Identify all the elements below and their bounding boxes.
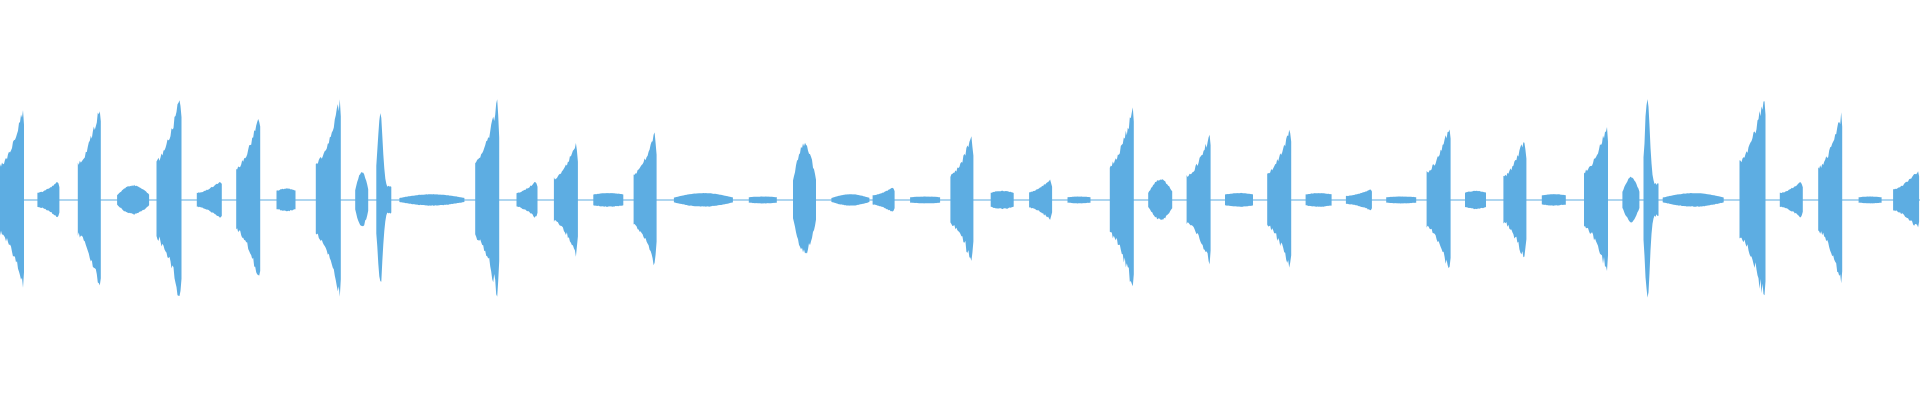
waveform-segment-22 xyxy=(872,187,895,212)
waveform-segment-11 xyxy=(376,113,392,282)
waveform-segments xyxy=(0,99,1920,298)
waveform-segment-41 xyxy=(1622,176,1640,223)
waveform-segment-31 xyxy=(1225,192,1253,207)
waveform-segment-28 xyxy=(1109,107,1134,287)
waveform-segment-6 xyxy=(196,182,222,218)
waveform-segment-33 xyxy=(1305,193,1332,207)
waveform-segment-30 xyxy=(1186,134,1211,265)
waveform-segment-39 xyxy=(1541,194,1566,206)
waveform-segment-26 xyxy=(1029,179,1053,220)
waveform-segment-9 xyxy=(315,99,341,297)
waveform-segment-23 xyxy=(910,196,941,204)
waveform-segment-17 xyxy=(633,132,657,266)
waveform-segment-10 xyxy=(355,172,369,227)
waveform-segment-27 xyxy=(1067,196,1091,204)
waveform-segment-13 xyxy=(475,99,500,297)
waveform-segment-2 xyxy=(37,182,60,218)
waveform-segment-25 xyxy=(990,190,1014,210)
waveform-segment-1 xyxy=(0,110,24,288)
waveform-segment-48 xyxy=(1893,171,1920,228)
waveform-segment-42 xyxy=(1643,99,1659,298)
waveform-segment-3 xyxy=(77,111,101,286)
waveform-segment-16 xyxy=(593,193,624,207)
waveform-segment-43 xyxy=(1662,193,1724,207)
waveform-segment-14 xyxy=(516,182,538,218)
waveform-segment-34 xyxy=(1345,189,1372,211)
waveform-segment-18 xyxy=(673,193,733,207)
waveform-segment-19 xyxy=(748,196,777,204)
waveform-segment-7 xyxy=(236,119,261,276)
waveform-segment-5 xyxy=(156,100,182,296)
waveform-segment-4 xyxy=(117,184,150,215)
waveform-segment-40 xyxy=(1584,127,1608,271)
waveform-segment-8 xyxy=(276,188,296,212)
waveform-segment-32 xyxy=(1267,129,1292,268)
waveform-segment-37 xyxy=(1465,190,1486,210)
waveform-segment-12 xyxy=(399,194,465,206)
waveform-segment-36 xyxy=(1426,129,1451,269)
waveform-segment-47 xyxy=(1858,196,1882,204)
waveform-segment-21 xyxy=(831,194,870,206)
waveform-segment-20 xyxy=(793,142,816,254)
waveform-segment-38 xyxy=(1503,142,1527,258)
waveform-segment-24 xyxy=(950,136,974,261)
waveform-segment-29 xyxy=(1148,179,1173,220)
waveform-segment-35 xyxy=(1386,196,1417,204)
waveform-segment-45 xyxy=(1779,182,1803,218)
waveform-segment-46 xyxy=(1818,112,1843,284)
waveform-segment-44 xyxy=(1739,101,1766,296)
waveform-segment-15 xyxy=(553,143,578,257)
